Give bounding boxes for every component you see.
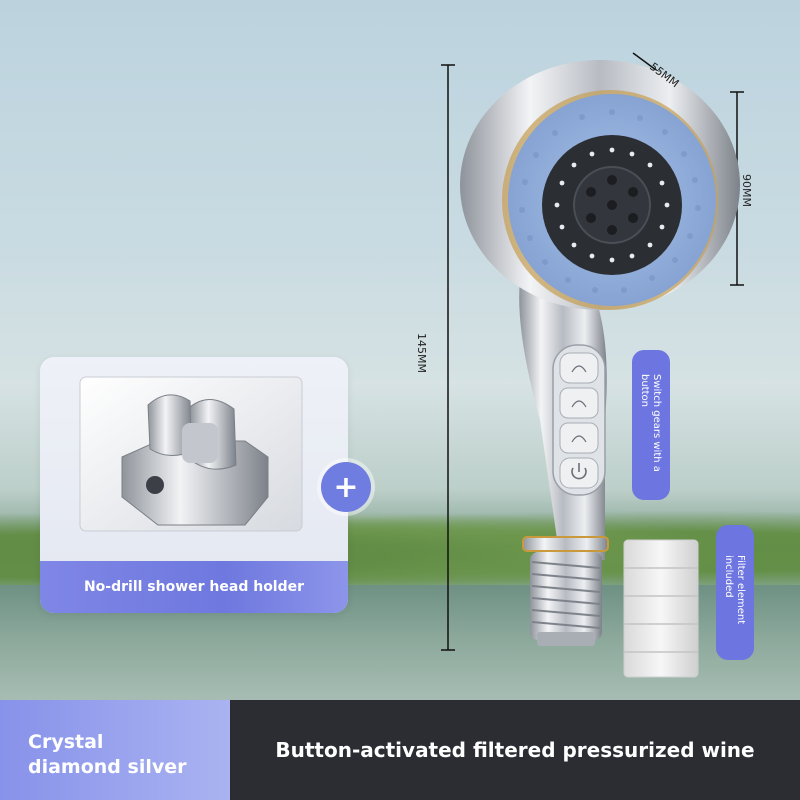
variant-label: Crystal diamond silver [0,700,230,800]
variant-line-1: Crystal [28,731,104,753]
filter-text: Filter element included [723,555,746,625]
filter-callout: Filter element included [716,525,754,660]
holder-label: No-drill shower head holder [40,561,348,613]
shower-head-icon [460,60,740,646]
wall-holder-icon [79,376,303,532]
switch-gears-callout: Switch gears with a button [632,350,670,500]
head-height-label: 90MM [740,174,753,207]
product-illustration [441,52,744,678]
switch-gears-text: Switch gears with a button [639,374,662,472]
product-description: Button-activated filtered pressurized wi… [230,700,800,800]
holder-card: No-drill shower head holder [40,357,348,613]
power-icon [571,463,587,480]
filter-cartridge-icon [623,539,699,678]
plus-icon: + [321,462,371,512]
total-length-label: 145MM [415,333,428,373]
variant-line-2: diamond silver [28,756,187,778]
spray-mode-icon [571,365,587,443]
